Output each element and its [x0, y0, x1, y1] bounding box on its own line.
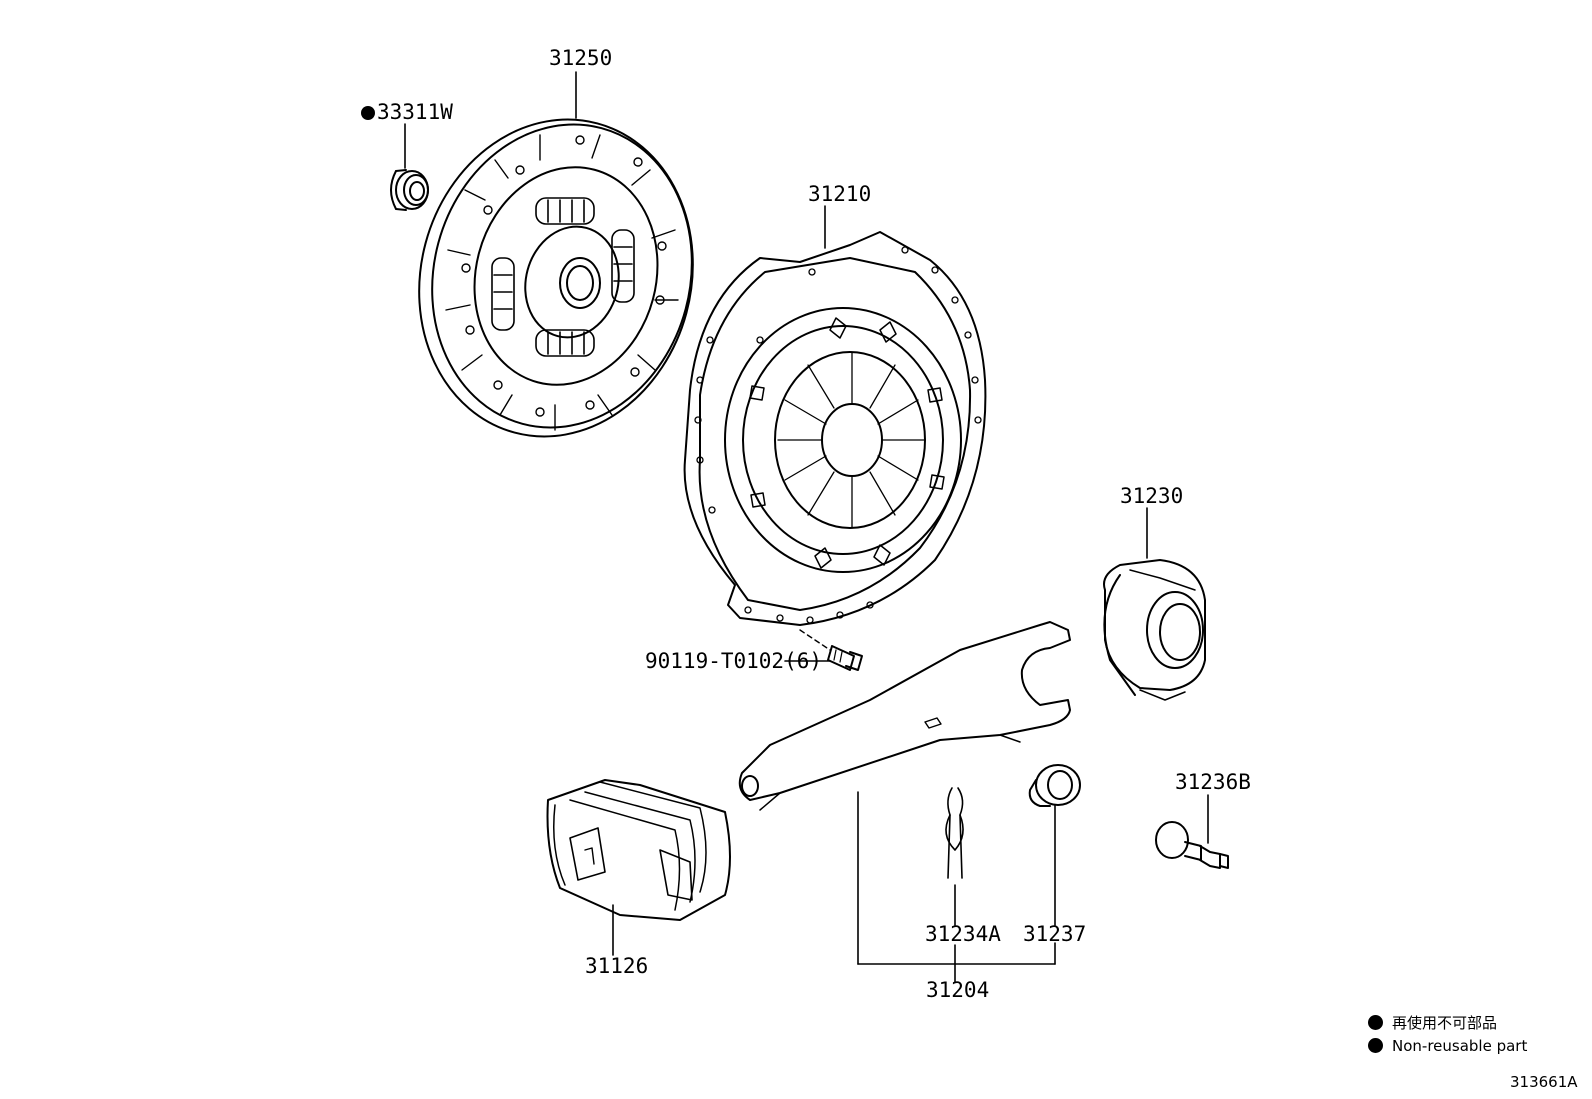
- part-label-33311w[interactable]: 33311W: [377, 100, 453, 124]
- legend-dot-icon: [1368, 1038, 1383, 1053]
- part-label-31236b[interactable]: 31236B: [1175, 770, 1251, 794]
- part-label-90119[interactable]: 90119-T0102(6): [645, 649, 823, 673]
- part-label-31210[interactable]: 31210: [808, 182, 872, 206]
- leader-lines: [404, 71, 1209, 983]
- legend-dot-icon: [1368, 1015, 1383, 1030]
- part-label-31250[interactable]: 31250: [549, 46, 613, 70]
- release-bearing-31230: [1103, 559, 1206, 701]
- legend-jp-text: 再使用不可部品: [1392, 1014, 1498, 1032]
- part-label-31230[interactable]: 31230: [1120, 484, 1184, 508]
- bolt-90119: [799, 629, 863, 671]
- legend-jp: 再使用不可部品: [1368, 1012, 1497, 1033]
- non-reusable-marker: [361, 106, 375, 120]
- part-label-31234a[interactable]: 31234A: [925, 922, 1001, 946]
- clutch-disc-31250: [418, 118, 694, 438]
- part-label-31126[interactable]: 31126: [585, 954, 649, 978]
- diagram-id: 313661A: [1510, 1073, 1578, 1091]
- bushing-31237: [1028, 764, 1081, 807]
- part-label-31237[interactable]: 31237: [1023, 922, 1087, 946]
- release-fork-boot-31126: [546, 779, 731, 921]
- release-fork-31204: [738, 621, 1071, 811]
- pivot-stud-31236b: [1155, 821, 1229, 869]
- clutch-cover-31210: [683, 231, 987, 626]
- legend-en: Non-reusable part: [1368, 1037, 1527, 1055]
- part-label-31204[interactable]: 31204: [926, 978, 990, 1002]
- clip-31234a: [945, 787, 964, 879]
- pilot-bearing-33311w: [390, 169, 429, 211]
- legend-en-text: Non-reusable part: [1392, 1037, 1528, 1055]
